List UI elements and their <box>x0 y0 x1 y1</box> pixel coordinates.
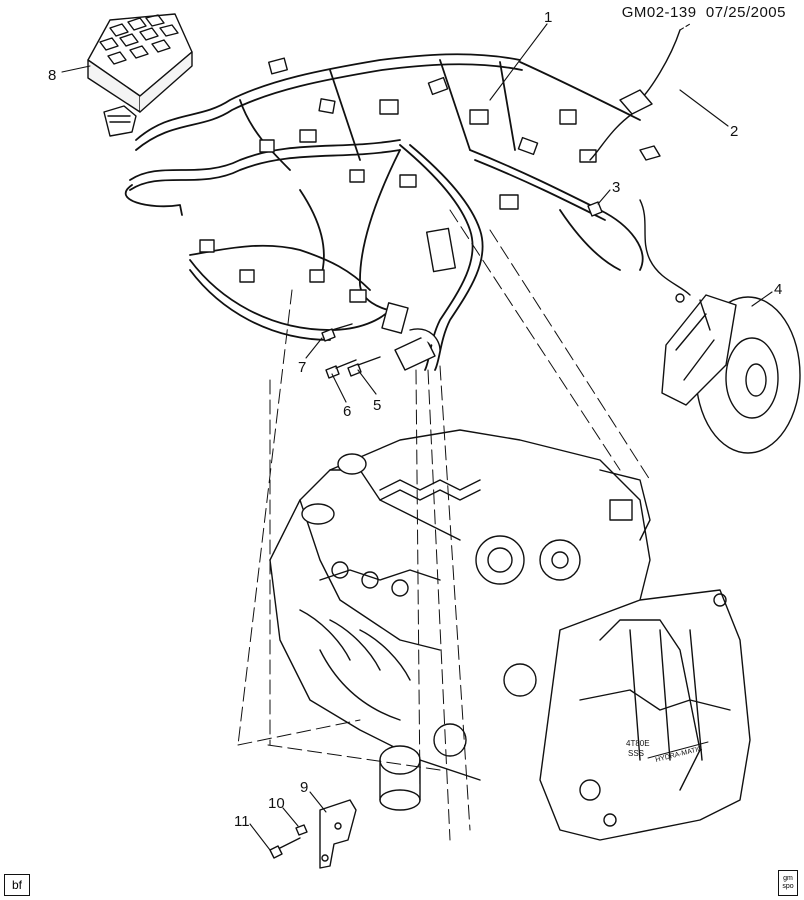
engine-wiring-harness-1 <box>124 53 644 371</box>
callout-11: 11 <box>234 813 250 830</box>
relay-block-8 <box>87 13 193 137</box>
callout-4: 4 <box>774 281 782 298</box>
callout-9: 9 <box>300 779 308 796</box>
logo-line-2: spo <box>782 883 794 890</box>
callout-7: 7 <box>298 359 306 376</box>
sensor-lead-2 <box>589 29 681 161</box>
callout-10: 10 <box>268 795 285 812</box>
callout-2: 2 <box>730 123 738 140</box>
diagram-date: 07/25/2005 <box>705 4 786 21</box>
callout-8: 8 <box>48 67 56 84</box>
gm-spo-logo: gm spo <box>778 870 798 896</box>
transmission-assembly <box>539 589 751 841</box>
clip-3 <box>587 201 603 217</box>
harness-connectors <box>199 57 597 334</box>
callout-labels: 1 2 3 4 5 6 7 8 9 10 11 <box>48 9 782 830</box>
trans-model-label: 4T80E <box>626 739 650 748</box>
bracket-9-washer-10-bolt-11 <box>269 799 357 869</box>
logo-line-1: gm <box>783 875 793 882</box>
trans-code-label: SSS <box>628 749 644 758</box>
engine-assembly <box>269 429 651 811</box>
callout-5: 5 <box>373 397 381 414</box>
callout-1: 1 <box>544 9 552 26</box>
diagram-header: GM02-139 07/25/2005 <box>622 4 786 21</box>
brake-rotor-sensor-4 <box>639 199 801 454</box>
diagram-id: GM02-139 <box>621 4 697 21</box>
alignment-dashed-lines <box>237 209 651 841</box>
callout-3: 3 <box>612 179 620 196</box>
callout-6: 6 <box>343 403 351 420</box>
leader-lines <box>61 23 773 851</box>
artist-tag: bf <box>4 874 30 896</box>
bolts-5-6-7 <box>321 323 441 379</box>
